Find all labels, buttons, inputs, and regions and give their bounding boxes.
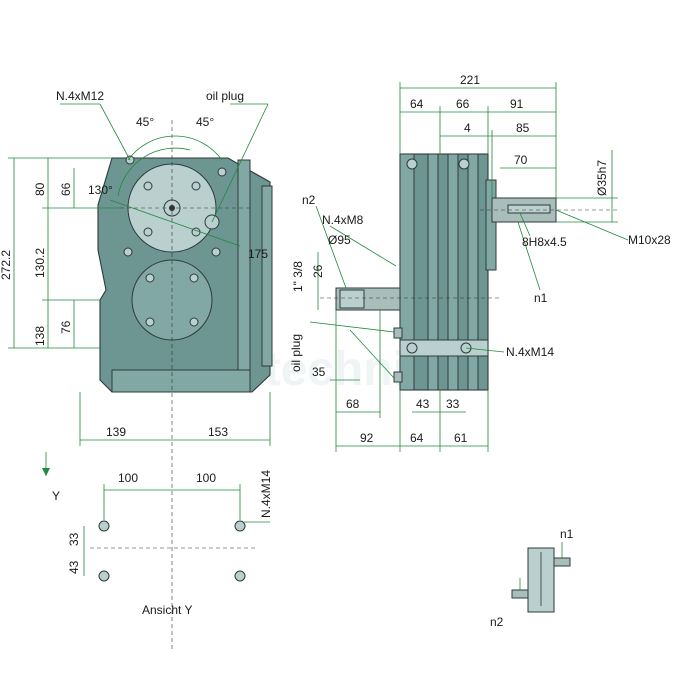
dim-64-top-label: 64 <box>410 97 424 111</box>
side-foot-bolt-left <box>406 342 418 354</box>
dim-153-label: 153 <box>208 425 228 439</box>
leader-bolt-m12 <box>99 103 131 161</box>
foot-hole-tr <box>234 520 246 532</box>
leader-m10 <box>555 209 629 241</box>
oil-plug-label-front: oil plug <box>206 89 244 103</box>
dim-68-label: 68 <box>346 397 360 411</box>
upper-bolt-2 <box>191 181 201 191</box>
side-view: 221 64 66 91 4 85 70 Ø35h7 M10x28 8H8x4.… <box>289 73 671 452</box>
leader-m14-side <box>465 347 505 353</box>
dim-26-label: 26 <box>311 264 325 278</box>
housing-bolt-tr <box>217 167 227 177</box>
side-rib-3 <box>467 153 479 391</box>
dim-92-label: 92 <box>360 431 374 445</box>
m14-label-foot: N.4xM14 <box>259 470 273 518</box>
schematic-n2-label: n2 <box>490 615 504 629</box>
foot-hole-tl <box>98 520 110 532</box>
housing-bolt-r <box>211 247 221 257</box>
leader-m8 <box>329 225 397 267</box>
side-oil-plug-lower <box>393 327 403 339</box>
schematic-shaft-n1 <box>553 557 571 567</box>
dim-80-label: 80 <box>33 182 47 196</box>
side-left-flange <box>399 153 415 391</box>
m10-label: M10x28 <box>628 233 671 247</box>
lower-bolt-1 <box>145 273 155 283</box>
dia95-label: Ø95 <box>328 233 351 247</box>
m8-label: N.4xM8 <box>322 213 364 227</box>
side-right-boss <box>485 179 497 271</box>
lower-bolt-2 <box>189 273 199 283</box>
dim-175-label: 175 <box>248 247 268 261</box>
input-shaft-spline <box>339 289 365 309</box>
dim-130-label: 130.2 <box>33 248 47 278</box>
lower-bolt-3 <box>145 317 155 327</box>
angle-left-label: 45° <box>136 115 154 129</box>
front-view: N.4xM12 oil plug 45° 45° 130° 175 272.2 … <box>0 89 273 650</box>
front-side-flange <box>237 159 251 391</box>
bolt-m12-label: N.4xM12 <box>56 89 104 103</box>
angle-130-label: 130° <box>88 183 113 197</box>
dim-dia35-label: Ø35h7 <box>595 160 609 196</box>
leader-key <box>519 212 531 237</box>
ansicht-y-caption: Ansicht Y <box>142 603 192 617</box>
key-label: 8H8x4.5 <box>522 235 567 249</box>
dim-66-top-label: 66 <box>456 97 470 111</box>
dim-100-right-label: 100 <box>196 471 216 485</box>
leader-n2 <box>315 205 347 289</box>
dim-43-foot-label: 43 <box>67 560 81 574</box>
dim-33-foot-label: 33 <box>67 532 81 546</box>
leader-oil-plug-2 <box>211 103 269 223</box>
dim-272-label: 272.2 <box>0 250 13 280</box>
dim-64-bot-label: 64 <box>410 431 424 445</box>
upper-bolt-1 <box>143 181 153 191</box>
dim-85-label: 85 <box>516 121 530 135</box>
dim-76-label: 76 <box>59 320 73 334</box>
upper-bolt-3 <box>143 227 153 237</box>
shaft-schematic: n1 n2 <box>490 527 574 629</box>
front-base <box>111 369 251 393</box>
dim-43-label: 43 <box>416 397 430 411</box>
lower-bolt-4 <box>189 317 199 327</box>
dim-100-left-label: 100 <box>118 471 138 485</box>
y-arrow-head <box>42 468 50 476</box>
output-shaft-key <box>507 204 551 214</box>
n1-label-side: n1 <box>534 291 548 305</box>
foot-hole-bl <box>98 570 110 582</box>
side-oil-plug-bottom <box>393 371 403 383</box>
dim-33-label: 33 <box>446 397 460 411</box>
leader-n1 <box>517 221 541 291</box>
leader-oil-plug-side <box>309 321 395 333</box>
dim-221-label: 221 <box>460 73 480 87</box>
schematic-shaft-n2 <box>511 589 529 599</box>
dim-91-label: 91 <box>510 97 524 111</box>
housing-bolt-l <box>123 247 133 257</box>
dim-4-label: 4 <box>464 121 471 135</box>
foot-hole-br <box>234 570 246 582</box>
oil-plug-label-side: oil plug <box>289 334 303 372</box>
lower-bearing-cover <box>131 259 213 341</box>
dim-61-label: 61 <box>454 431 468 445</box>
leader-oil-plug-side-2 <box>349 329 395 379</box>
dim-66-label: 66 <box>59 182 73 196</box>
m14-label-side: N.4xM14 <box>506 345 554 359</box>
leader-175 <box>109 199 241 247</box>
side-rib-1 <box>427 153 439 391</box>
side-bolt-top-left <box>406 158 418 170</box>
angle-arc-130 <box>117 147 191 197</box>
dim-139-label: 139 <box>106 425 126 439</box>
n2-label-side: n2 <box>302 193 316 207</box>
y-marker-label: Y <box>52 489 60 503</box>
front-side-rib <box>261 185 273 367</box>
dim-70-label: 70 <box>514 153 528 167</box>
angle-arc-top <box>127 135 223 161</box>
dim-138-label: 138 <box>33 326 47 346</box>
dim-35-label: 35 <box>312 365 326 379</box>
side-rib-2 <box>447 153 459 391</box>
spline-label: 1" 3/8 <box>291 261 305 292</box>
side-bolt-top-right <box>458 158 470 170</box>
angle-right-label: 45° <box>196 115 214 129</box>
schematic-n1-label: n1 <box>560 527 574 541</box>
foot-view: Y 100 100 33 43 N.4xM14 Ansicht Y <box>42 452 273 617</box>
